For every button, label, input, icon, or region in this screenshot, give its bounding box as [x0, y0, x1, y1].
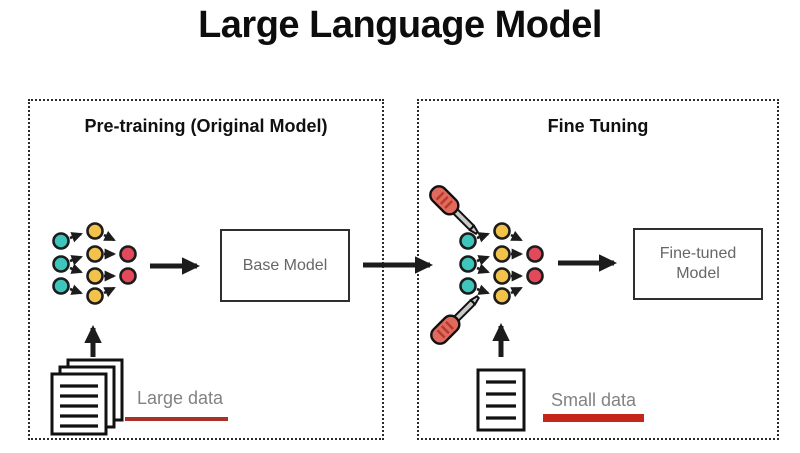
screwdriver-bottom-icon: [426, 289, 486, 349]
neural-network-tuned-icon: [461, 224, 543, 304]
document-icon: [476, 368, 526, 432]
large-data-underline: [125, 417, 228, 421]
base-model-box: Base Model: [220, 229, 350, 302]
document-stack-icon: [50, 358, 124, 436]
pretraining-header: Pre-training (Original Model): [84, 116, 328, 136]
finetuning-header: Fine Tuning: [547, 116, 649, 136]
pretraining-panel: [28, 99, 384, 440]
small-data-underline: [543, 414, 644, 422]
fine-tuned-model-box: Fine-tuned Model: [633, 228, 763, 300]
large-data-label: Large data: [137, 388, 224, 408]
neural-network-icon: [54, 224, 136, 304]
small-data-label: Small data: [551, 390, 637, 410]
page-title: Large Language Model: [198, 4, 602, 46]
screwdriver-top-icon: [425, 181, 485, 241]
